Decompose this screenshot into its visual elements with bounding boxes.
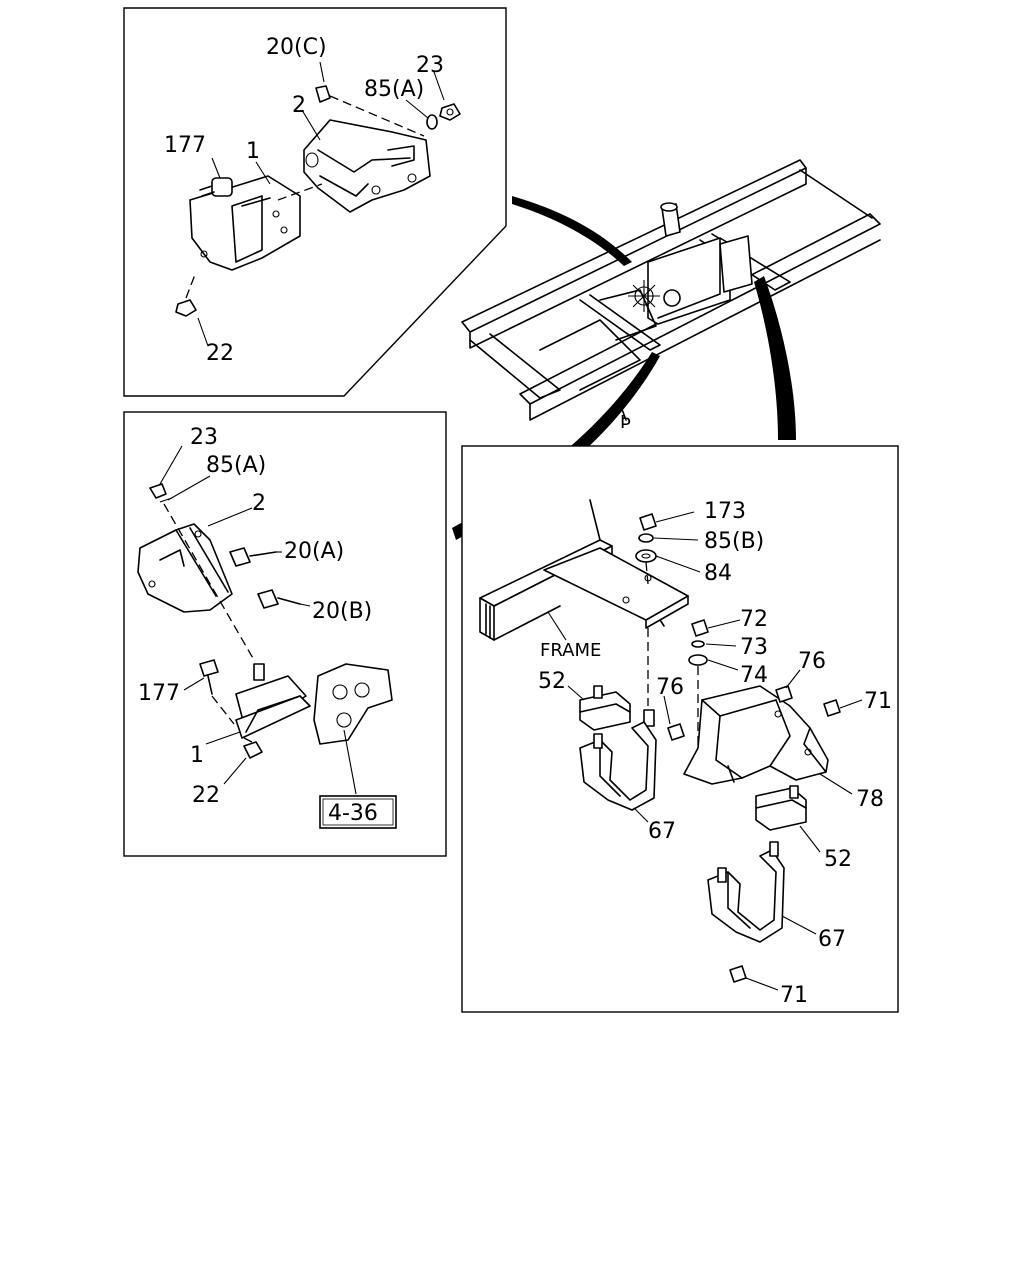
callout-arc-top: [512, 196, 632, 266]
reference-box: [319, 795, 397, 829]
bolt-20b: [257, 589, 301, 609]
rubber-mount-52-lower: [755, 785, 807, 831]
label-85b: 85(B): [704, 529, 764, 554]
label-67-lower: 67: [818, 927, 846, 952]
left-detail-panel: 23 85(A) 2 20(A) 20(B) 177 1 22 4-36: [123, 411, 447, 857]
label-177: 177: [138, 681, 180, 706]
nut-23: [149, 483, 167, 499]
bolt-20c: [315, 85, 425, 137]
bolt-177: [199, 177, 323, 201]
label-22: 22: [206, 341, 234, 366]
mount-1: [189, 175, 301, 271]
label-173: 173: [704, 499, 746, 524]
label-1: 1: [190, 743, 204, 768]
label-85a: 85(A): [206, 453, 266, 478]
label-23: 23: [190, 425, 218, 450]
chassis-frame-overview: Þ: [461, 159, 881, 433]
top-detail-panel: 20(C) 85(A) 23 2 177 1 22: [123, 7, 507, 397]
bolt-177: [199, 659, 235, 725]
nut-23: [439, 103, 461, 121]
label-22: 22: [192, 783, 220, 808]
reference-box-label: 4-36: [328, 801, 378, 826]
label-177: 177: [164, 133, 206, 158]
nut-22: [175, 271, 197, 317]
label-76-right: 76: [798, 649, 826, 674]
label-52-lower: 52: [824, 847, 852, 872]
mount-location-icon: [628, 280, 660, 312]
rubber-mount-52-upper: [579, 685, 631, 731]
label-52-upper: 52: [538, 669, 566, 694]
label-71-top: 71: [864, 689, 892, 714]
bolt-20a: [229, 547, 277, 567]
strap-67-lower: [707, 841, 785, 943]
label-20a: 20(A): [284, 539, 344, 564]
label-76-left: 76: [656, 675, 684, 700]
label-73: 73: [740, 635, 768, 660]
label-71-bottom: 71: [780, 983, 808, 1008]
nut-22: [243, 737, 263, 759]
label-20b: 20(B): [312, 599, 372, 624]
label-67-upper: 67: [648, 819, 676, 844]
label-74: 74: [740, 663, 768, 688]
label-23: 23: [416, 53, 444, 78]
label-85a: 85(A): [364, 77, 424, 102]
label-84: 84: [704, 561, 732, 586]
support-plate: [543, 547, 689, 629]
strap-67-upper: [579, 721, 657, 811]
bracket-2: [303, 119, 431, 213]
label-2: 2: [252, 491, 266, 516]
label-1: 1: [246, 139, 260, 164]
svg-text:Þ: Þ: [620, 412, 631, 433]
label-78: 78: [856, 787, 884, 812]
label-72: 72: [740, 607, 768, 632]
label-2: 2: [292, 93, 306, 118]
crossmember-78: [683, 685, 829, 785]
callout-arc-right: [754, 276, 796, 440]
label-20c: 20(C): [266, 35, 327, 60]
mount-1: [235, 663, 311, 739]
label-frame: FRAME: [540, 640, 601, 661]
right-detail-panel: 173 85(B) 84 FRAME 72 73 74 76 76 71 52 …: [461, 445, 899, 1013]
washer-85a: [426, 114, 438, 130]
reference-bracket: [313, 663, 393, 745]
